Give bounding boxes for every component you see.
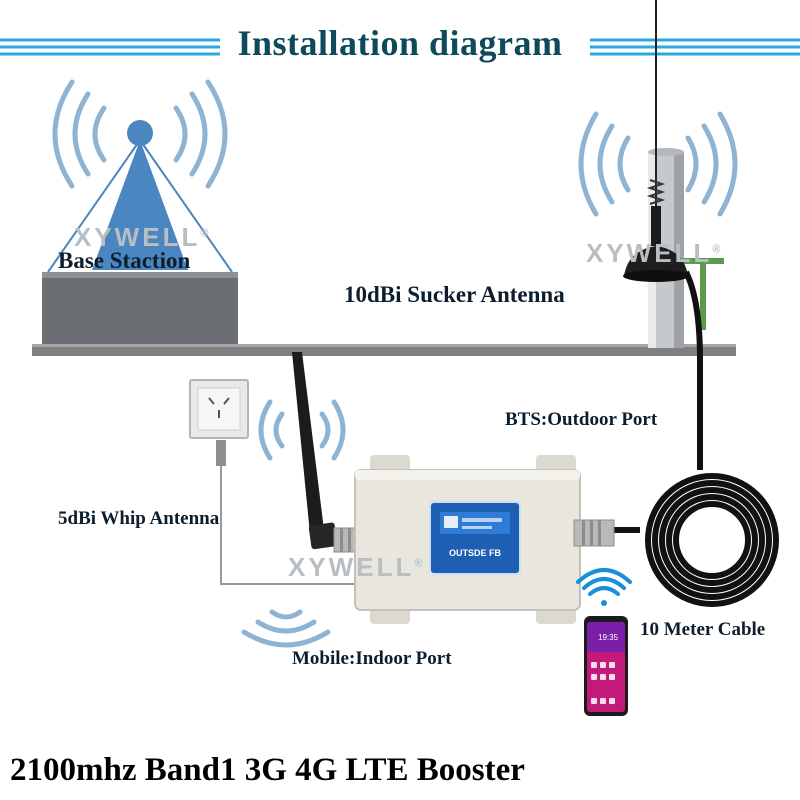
watermark-text: XYWELL (74, 222, 201, 252)
label-indoor-port: Mobile:Indoor Port (292, 648, 452, 669)
power-cord (220, 466, 372, 585)
phone-time: 19:35 (598, 633, 619, 642)
booster-unit: OUTSDE FB (354, 455, 615, 624)
footer-caption: 2100mhz Band1 3G 4G LTE Booster (10, 752, 525, 788)
sucker-antenna-signal-waves (578, 111, 738, 217)
whip-antenna-signal-waves (258, 399, 346, 461)
registered-mark: ® (200, 227, 209, 240)
watermark-text: XYWELL (288, 552, 415, 582)
coax-cable (614, 270, 779, 607)
label-outdoor-port: BTS:Outdoor Port (505, 409, 658, 430)
sucker-antenna-icon (623, 0, 689, 282)
registered-mark: ® (414, 557, 423, 570)
wall-outlet-icon (189, 379, 249, 466)
title-banner-lines (0, 38, 800, 56)
booster-screen-text: OUTSDE FB (449, 548, 502, 558)
label-sucker-antenna: 10dBi Sucker Antenna (344, 282, 565, 307)
watermark: XYWELL® (288, 552, 422, 583)
label-base-station: Base Staction (58, 248, 191, 273)
whip-antenna-icon (292, 352, 365, 553)
ceiling-bar (32, 344, 736, 356)
base-station-tower-icon (47, 120, 233, 273)
watermark-text: XYWELL (586, 238, 713, 268)
wifi-icon (576, 568, 632, 606)
base-station-signal-waves (52, 79, 228, 189)
watermark: XYWELL® (586, 238, 720, 269)
label-whip-antenna: 5dBi Whip Antenna (58, 508, 220, 529)
watermark: XYWELL® (74, 222, 208, 253)
diagram-title: Installation diagram (237, 23, 563, 63)
label-cable: 10 Meter Cable (640, 619, 766, 640)
indoor-signal-waves (241, 609, 331, 648)
building-roof-block (42, 272, 238, 348)
registered-mark: ® (712, 243, 721, 256)
smartphone-icon: 19:35 (584, 616, 628, 716)
